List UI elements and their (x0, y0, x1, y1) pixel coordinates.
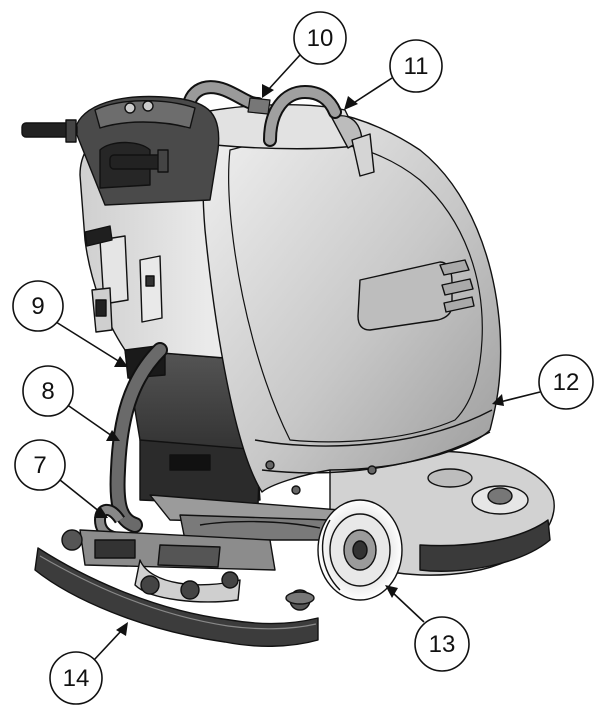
callout-13: 13 (385, 585, 470, 672)
callout-11-label: 11 (404, 53, 429, 80)
callout-14-label: 14 (63, 665, 90, 692)
chassis-base (124, 349, 361, 541)
callout-14: 14 (49, 622, 128, 705)
machine-illustration (21, 80, 555, 647)
callout-7-label: 7 (33, 452, 46, 479)
callout-9-label: 9 (31, 293, 44, 320)
callout-8: 8 (22, 365, 120, 441)
callout-9: 9 (12, 280, 128, 367)
rear-wheel (317, 499, 403, 601)
callout-11: 11 (344, 39, 443, 110)
callout-12: 12 (492, 354, 594, 410)
main-body-front (202, 106, 502, 495)
callout-8-label: 8 (41, 378, 54, 405)
callout-10: 10 (262, 11, 347, 98)
callout-7: 7 (14, 439, 108, 518)
callout-10-label: 10 (307, 25, 334, 52)
squeegee-assembly (34, 529, 319, 647)
control-console (21, 95, 220, 206)
callouts: 10 11 9 8 7 (12, 11, 594, 705)
callout-12-label: 12 (553, 369, 580, 396)
callout-13-label: 13 (429, 631, 456, 658)
